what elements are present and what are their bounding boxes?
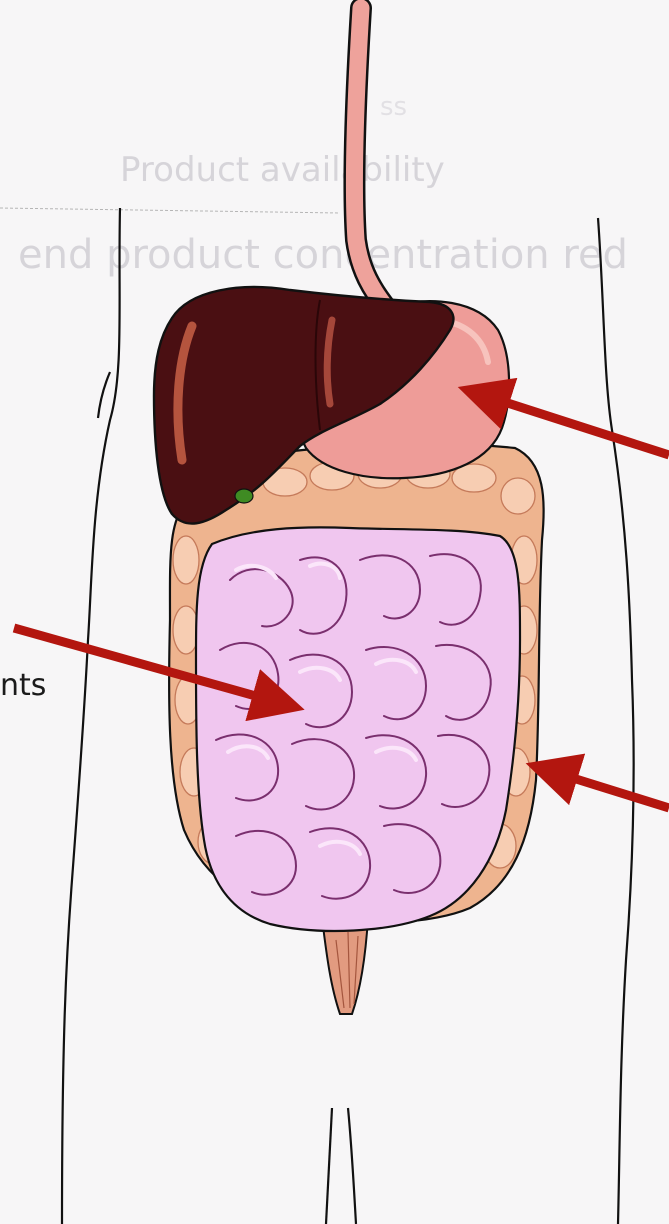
rectum xyxy=(322,918,368,1014)
side-label-text: nts xyxy=(0,668,46,703)
body-left-crease xyxy=(98,372,110,418)
arrow-to-large-intestine xyxy=(560,774,669,808)
inner-leg-left xyxy=(326,1108,332,1224)
arrow-to-stomach xyxy=(492,398,669,455)
gallbladder xyxy=(235,489,253,503)
small-intestine xyxy=(196,527,520,931)
bleed-through-rule xyxy=(0,208,340,213)
inner-leg-right xyxy=(348,1108,356,1224)
body-right-side xyxy=(598,218,634,1224)
body-left-side xyxy=(62,208,120,1224)
esophagus xyxy=(354,8,388,310)
